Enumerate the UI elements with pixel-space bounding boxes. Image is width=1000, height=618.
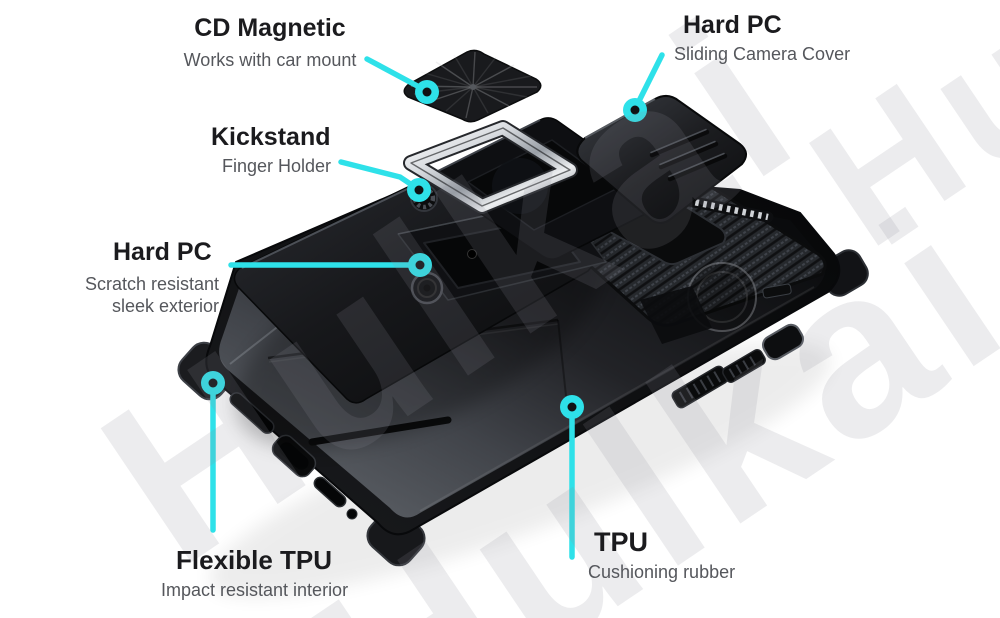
tpu-title: TPU: [594, 527, 648, 557]
kickstand-dot: [407, 178, 431, 202]
cd-magnetic-subtitle: Works with car mount: [183, 50, 357, 70]
cd-magnetic-title: CD Magnetic: [194, 14, 346, 42]
hard-pc-top-title: Hard PC: [683, 11, 782, 39]
tpu-subtitle: Cushioning rubber: [588, 562, 736, 582]
callout-dots: [201, 80, 647, 419]
flexible-tpu-title: Flexible TPU: [176, 545, 333, 575]
cd-magnetic-plate: [403, 49, 542, 123]
kickstand-wedge: [640, 286, 712, 344]
side-buttons: [671, 323, 805, 409]
kickstand-ring: [403, 120, 578, 214]
flexible-tpu-dot: [201, 371, 225, 395]
callout-lines: [210, 52, 665, 560]
callout-cd-magnetic: CD Magnetic Works with car mount: [120, 14, 420, 71]
cd-magnetic-dot: [415, 80, 439, 104]
kickstand-subtitle: Finger Holder: [222, 156, 332, 176]
hard-pc-left-title: Hard PC: [113, 238, 212, 266]
hard-pc-top-line: [634, 52, 665, 108]
screw-lens: [410, 271, 444, 305]
hard-pc-left-subtitle: Scratch resistant sleek exterior: [84, 274, 219, 316]
ground-shadow: [209, 342, 831, 598]
tpu-dot: [560, 395, 584, 419]
kickstand-title: Kickstand: [211, 123, 331, 151]
cover-grip-ridges: [649, 128, 728, 182]
flexible-tpu-subtitle: Impact resistant interior: [161, 580, 349, 600]
hard-pc-top-subtitle: Sliding Camera Cover: [674, 44, 851, 64]
hard-pc-top-dot: [623, 98, 647, 122]
sliding-camera-cover: [576, 95, 747, 224]
rim-inner-highlight: [419, 286, 815, 512]
hard-pc-left-dot: [408, 253, 432, 277]
cd-magnetic-line: [364, 56, 426, 92]
